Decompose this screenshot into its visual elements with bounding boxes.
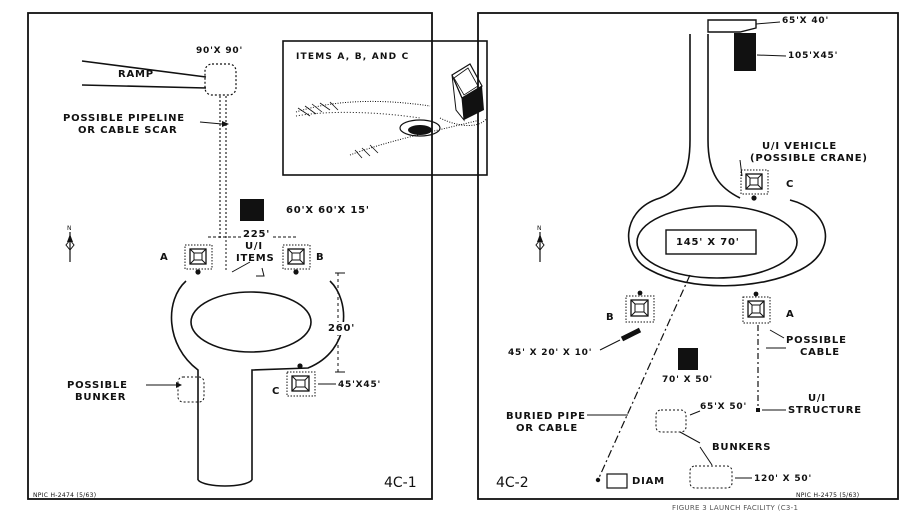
- distance-260-label: 260': [327, 322, 357, 335]
- ramp-label: RAMP: [118, 69, 154, 80]
- item-c-label: C: [272, 386, 281, 397]
- slab-size-label: 45' X 20' X 10': [508, 348, 593, 358]
- inset-frame: [282, 40, 488, 176]
- road-right: [627, 34, 827, 287]
- ramp-pad: [204, 63, 237, 96]
- panel-left-id: 4C-1: [384, 475, 417, 491]
- north-arrow-right: [535, 232, 545, 262]
- item-a-symbol: [184, 244, 213, 275]
- block-70x50-size-label: 70' X 50': [662, 375, 713, 385]
- north-arrow-left: [65, 232, 75, 262]
- vehicle-label-line1: U/I VEHICLE: [762, 141, 837, 152]
- possible-bunker-label-line1: POSSIBLE: [67, 380, 128, 391]
- diam-box: [606, 473, 628, 489]
- top-block-size-label: 105'X45': [788, 51, 839, 61]
- item-a-right-symbol: [742, 291, 771, 324]
- road-inner-loop: [190, 291, 312, 353]
- item-a-right-label: A: [786, 309, 795, 320]
- panel-left-frame: [27, 12, 433, 500]
- block-70x50: [678, 348, 698, 370]
- figure-caption-fragment: FIGURE 3 LAUNCH FACILITY (C3-1: [672, 504, 799, 512]
- possible-cable-label-line2: CABLE: [800, 347, 840, 358]
- bunker-65x50-size-label: 65'X 50': [700, 402, 748, 412]
- item-c-size-label: 45'X45': [338, 380, 382, 390]
- top-pad: [707, 19, 757, 33]
- north-label-left: N: [67, 225, 72, 232]
- panel-right-footer: NPIC H-2475 (5/63): [796, 492, 860, 499]
- diam-label: DIAM: [632, 476, 665, 487]
- item-b-right-symbol: [625, 290, 655, 323]
- item-c-right-symbol: [740, 169, 769, 201]
- inset-title: ITEMS A, B, AND C: [296, 52, 410, 62]
- panel-right-id: 4C-2: [496, 475, 529, 491]
- distance-ab-label: 225': [241, 229, 273, 240]
- ui-items-label-line1: U/I: [245, 241, 263, 252]
- bunkers-label: BUNKERS: [712, 442, 772, 453]
- block-size-label: 60'X 60'X 15': [286, 205, 370, 216]
- ui-structure-label-line1: U/I: [808, 393, 826, 404]
- possible-cable-label-line1: POSSIBLE: [786, 335, 847, 346]
- item-c-right-label: C: [786, 179, 795, 190]
- bunker-120x50-size-label: 120' X 50': [754, 474, 813, 484]
- buried-pipe-line: [597, 274, 691, 481]
- top-pad-size-label: 65'X 40': [782, 16, 830, 26]
- bunker-120x50: [689, 465, 733, 489]
- bunker-65x50: [655, 409, 687, 433]
- center-box: [665, 229, 757, 255]
- ui-items-label-line2: ITEMS: [236, 253, 275, 264]
- buried-pipe-label-line1: BURIED PIPE: [506, 411, 586, 422]
- panel-right-frame: [477, 12, 899, 500]
- ramp-pad-size-label: 90'X 90': [196, 46, 244, 56]
- inset-illustration: [295, 63, 488, 159]
- panel-left-footer: NPIC H-2474 (5/63): [33, 492, 97, 499]
- item-b-label: B: [316, 252, 325, 263]
- item-b-symbol: [282, 244, 311, 275]
- item-c-symbol: [286, 363, 316, 397]
- item-a-label: A: [160, 252, 169, 263]
- block-60x60: [240, 199, 264, 221]
- pipeline-label-line2: OR CABLE SCAR: [78, 125, 178, 136]
- item-b-right-label: B: [606, 312, 615, 323]
- road-outer: [170, 280, 345, 480]
- possible-bunker-label-line2: BUNKER: [75, 392, 127, 403]
- buried-pipe-label-line2: OR CABLE: [516, 423, 578, 434]
- north-label-right: N: [537, 225, 542, 232]
- ui-structure-label-line2: STRUCTURE: [788, 405, 862, 416]
- center-size-label: 145' X 70': [676, 237, 740, 248]
- slab-45x20: [620, 327, 642, 342]
- inner-ellipse: [636, 205, 798, 279]
- pipeline-label-line1: POSSIBLE PIPELINE: [63, 113, 185, 124]
- possible-bunker: [177, 376, 205, 403]
- block-105x45: [734, 33, 756, 71]
- vehicle-label-line2: (POSSIBLE CRANE): [750, 153, 868, 164]
